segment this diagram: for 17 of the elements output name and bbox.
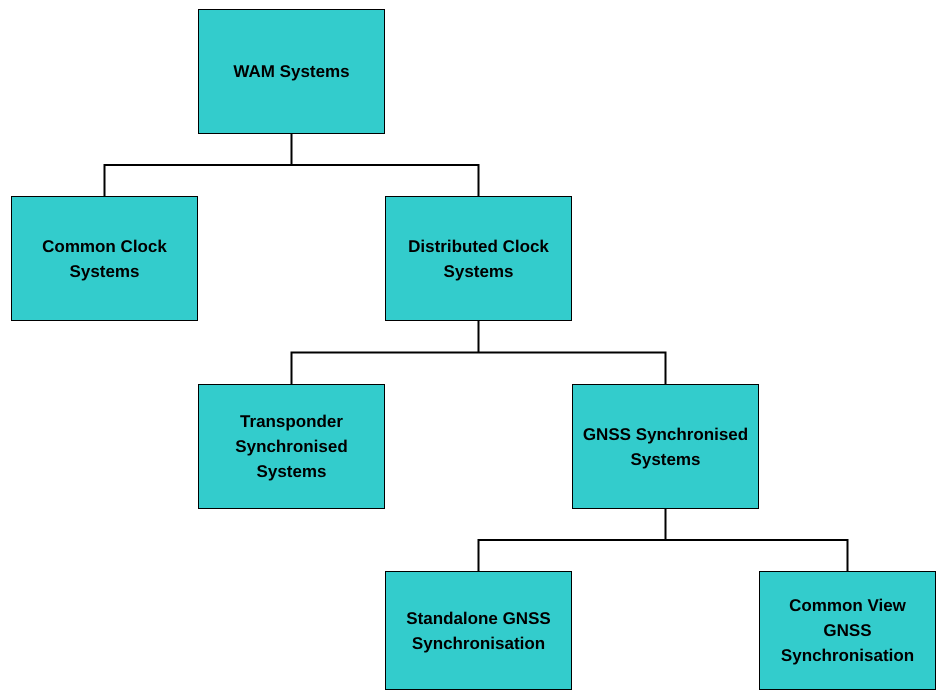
- box-label: Distributed Clock Systems: [407, 236, 550, 282]
- connector-line: [290, 134, 480, 196]
- connector-line: [478, 321, 666, 384]
- process-box: [759, 571, 936, 690]
- box-label: WAM Systems: [232, 61, 351, 83]
- process-box: [385, 571, 572, 690]
- box-label: Transponder Synchronised Systems: [234, 411, 349, 483]
- process-box: [198, 9, 385, 134]
- connector-line: [664, 509, 848, 571]
- box-label: GNSS Synchronised Systems: [582, 424, 750, 470]
- box-label: Common Clock Systems: [41, 236, 168, 282]
- process-box: [385, 196, 572, 321]
- box-label: Standalone GNSS Synchronisation: [405, 608, 552, 654]
- process-box: [11, 196, 198, 321]
- process-box: [572, 384, 759, 509]
- process-box: [198, 384, 385, 509]
- box-label: Common View GNSS Synchronisation: [780, 595, 916, 667]
